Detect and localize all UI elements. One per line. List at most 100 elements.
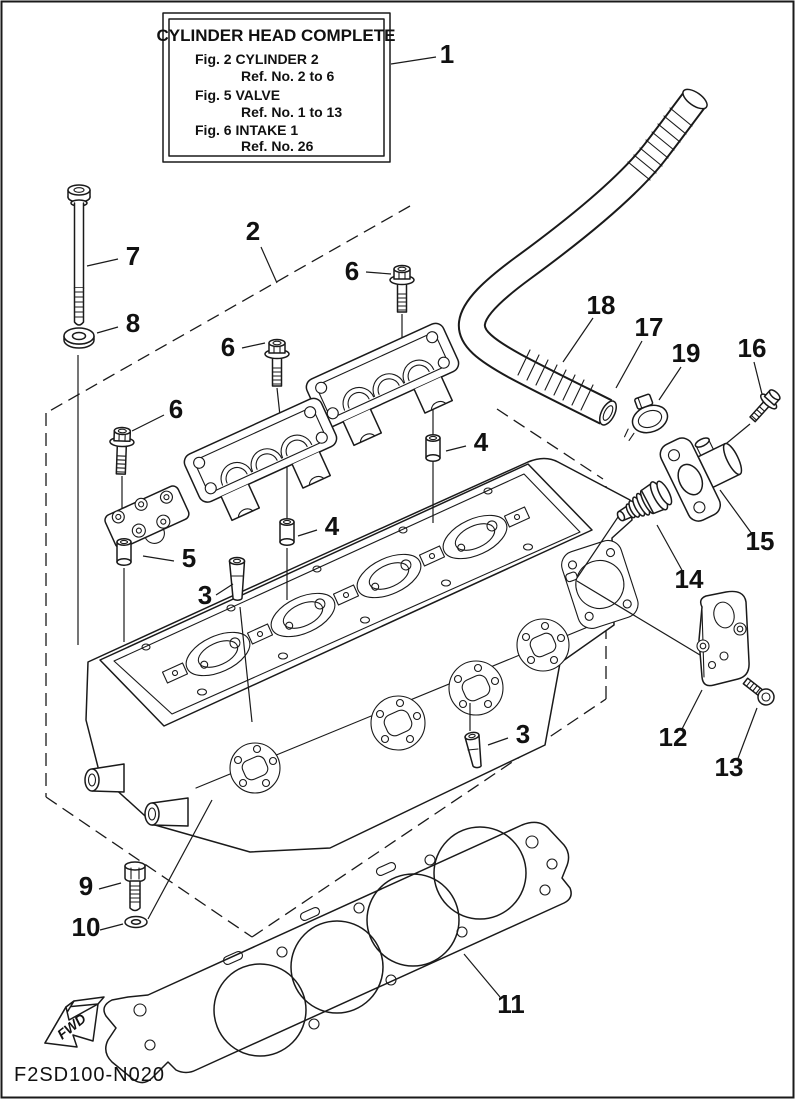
callout-3-14: 3	[198, 580, 212, 610]
legend-outer-border	[162, 12, 391, 163]
legend-title: CYLINDER HEAD COMPLETE	[157, 26, 396, 45]
cam-cap-pads	[161, 506, 531, 684]
legend-ref-5: Ref. No. 1 to 13	[241, 104, 342, 120]
callout-leader-9-20	[98, 882, 122, 890]
callout-leader-3-17	[487, 737, 509, 746]
legend-box: CYLINDER HEAD COMPLETE Fig. 2 CYLINDER 2…	[157, 12, 396, 163]
valve-guide-3a	[228, 556, 246, 601]
fwd-arrow: FWD	[44, 996, 105, 1048]
camshaft-cap-ladder-left	[180, 394, 352, 530]
bolt-13	[742, 677, 775, 706]
flange-bolt-6a	[389, 264, 415, 313]
combustion-chambers	[185, 514, 508, 677]
callout-6-5: 6	[221, 332, 235, 362]
callout-leader-10-21	[99, 923, 124, 931]
flange-bolt-6b	[264, 338, 290, 387]
legend-ref-2: Ref. No. 2 to 6	[241, 68, 335, 84]
callout-leader-12-18	[680, 689, 703, 732]
callout-leader-13-19	[736, 707, 758, 762]
callout-4-11: 4	[474, 427, 489, 457]
water-passage-bosses	[84, 763, 189, 827]
assembly-axis-lines	[77, 314, 751, 920]
legend-ref-6: Ref. No. 26	[241, 138, 314, 154]
breather-hose-17-18	[457, 88, 708, 426]
callout-leader-14-15	[656, 524, 684, 573]
callout-leader-11-22	[463, 953, 501, 998]
callout-7-2: 7	[126, 241, 140, 271]
flange-bolt-6c	[108, 426, 136, 476]
washer-8	[63, 327, 95, 349]
callout-leader-5-13	[142, 555, 175, 562]
dowel-collar-5	[116, 538, 132, 566]
legend-fig-5: Fig. 5 VALVE	[195, 87, 280, 103]
callout-10-21: 10	[72, 912, 101, 942]
legend-fig-2: Fig. 2 CYLINDER 2	[195, 51, 319, 67]
dashed-line-1	[45, 205, 411, 414]
callout-leader-3-14	[215, 583, 234, 596]
legend-inner-border	[168, 18, 385, 157]
dashed-line-3	[45, 796, 253, 938]
valve-guide-3b	[464, 731, 482, 769]
callout-14-15: 14	[675, 564, 704, 594]
dashed-line-6	[496, 408, 604, 480]
thermostat-housing-15	[659, 437, 743, 522]
callout-1-0: 1	[440, 39, 454, 69]
callout-2-1: 2	[246, 216, 260, 246]
deck-bolt-holes	[141, 487, 534, 696]
head-bolt-7	[67, 184, 91, 326]
callout-leader-6-5	[241, 342, 266, 349]
callout-4-12: 4	[325, 511, 340, 541]
part-code: F2SD100-N020	[14, 1064, 165, 1086]
bracket-plate-12	[696, 590, 750, 687]
callout-leader-15-16	[719, 489, 753, 535]
callout-leader-1-0	[390, 56, 437, 65]
cam-cap-block	[104, 485, 190, 549]
hose-clamp-19	[623, 393, 669, 442]
legend-fig-6: Fig. 6 INTAKE 1	[195, 122, 298, 138]
callout-12-18: 12	[659, 722, 688, 752]
callout-leader-4-12	[297, 529, 318, 537]
callout-leader-8-3	[96, 326, 119, 334]
callout-leader-16-10	[753, 361, 763, 395]
callout-19-9: 19	[672, 338, 701, 368]
callout-5-13: 5	[182, 543, 196, 573]
callout-leader-4-11	[445, 445, 467, 452]
dowel-collar-4a	[425, 434, 441, 462]
callout-6-4: 6	[345, 256, 359, 286]
hose-corrugation-lower	[517, 349, 594, 411]
callout-16-10: 16	[738, 333, 767, 363]
gasket-small-holes	[133, 835, 558, 1051]
connector-line-12	[576, 516, 619, 579]
dowel-collar-4b	[279, 518, 295, 546]
bolt-9	[124, 861, 146, 912]
thermostat-14	[616, 480, 673, 522]
dashed-line-4	[251, 698, 607, 938]
washer-10	[124, 915, 148, 929]
callout-6-6: 6	[169, 394, 183, 424]
connector-line-11	[239, 606, 253, 723]
callout-leader-18-7	[562, 317, 594, 363]
callout-9-20: 9	[79, 871, 93, 901]
bolt-16	[749, 389, 781, 423]
callout-leader-6-4	[365, 271, 392, 275]
callout-11-22: 11	[497, 989, 525, 1019]
callout-leader-7-2	[86, 258, 119, 267]
hose-open-end-top	[682, 88, 708, 110]
callout-leader-2-1	[260, 246, 278, 284]
connector-line-15	[147, 799, 213, 920]
callout-15-16: 15	[746, 526, 775, 556]
exhaust-port-flanges	[229, 618, 570, 794]
callout-leader-19-9	[658, 366, 682, 401]
connector-line-13	[576, 580, 701, 656]
callout-13-19: 13	[715, 752, 744, 782]
hose-corrugation-upper	[627, 107, 693, 181]
callout-leader-6-6	[131, 414, 165, 432]
callout-leader-17-8	[615, 340, 643, 389]
callout-18-7: 18	[587, 290, 616, 320]
thermostat-pocket-hole	[565, 571, 578, 583]
callout-8-3: 8	[126, 308, 140, 338]
